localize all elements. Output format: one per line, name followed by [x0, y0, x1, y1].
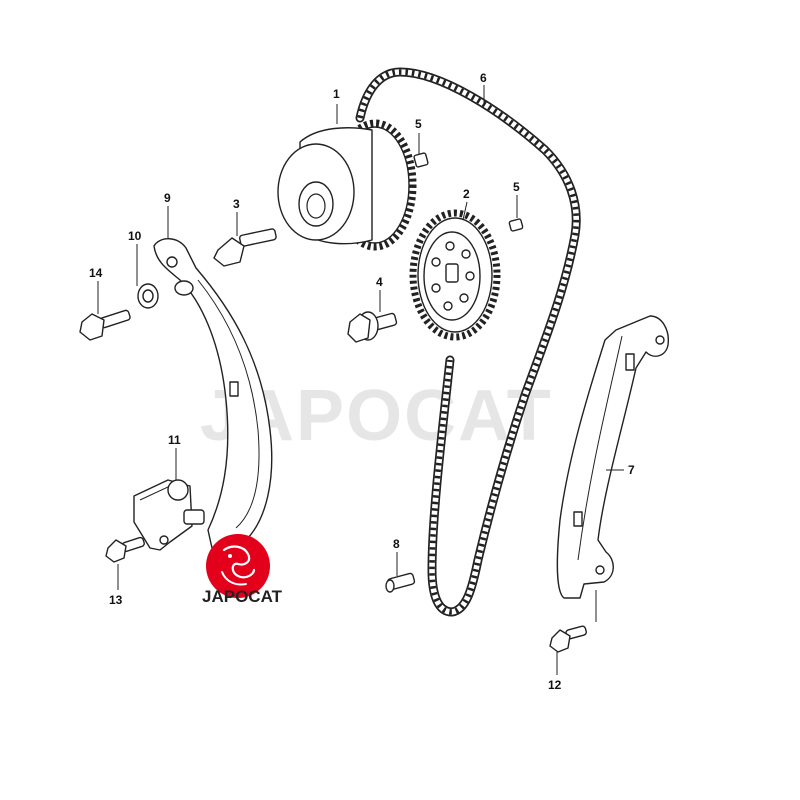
washer	[137, 283, 159, 309]
chain-guide	[556, 315, 669, 599]
callout-2: 2	[463, 187, 470, 201]
leader-lines	[97, 85, 624, 675]
chain-tensioner	[133, 479, 205, 551]
callout-9: 9	[164, 191, 171, 205]
dowel-pin-b	[508, 218, 524, 232]
bolt-part-12	[549, 625, 587, 653]
bolt-part-13	[105, 536, 145, 563]
callout-5b: 5	[513, 180, 520, 194]
callout-5a: 5	[415, 117, 422, 131]
bolt-part-4	[347, 311, 398, 343]
callout-3: 3	[233, 197, 240, 211]
callout-8: 8	[393, 537, 400, 551]
bolt-part-14	[79, 309, 131, 341]
callout-12: 12	[548, 678, 562, 692]
callout-7: 7	[628, 463, 635, 477]
callout-14: 14	[89, 266, 103, 280]
callout-13: 13	[109, 593, 123, 607]
cam-phaser	[277, 119, 417, 251]
pin-part-8	[385, 572, 416, 593]
japocat-logo: JAPOCAT	[202, 534, 283, 606]
callout-6: 6	[480, 71, 487, 85]
logo-text: JAPOCAT	[202, 587, 283, 606]
timing-chain	[355, 67, 581, 617]
callout-10: 10	[128, 229, 142, 243]
callout-1: 1	[333, 87, 340, 101]
callout-11: 11	[168, 433, 181, 447]
bolt-part-3	[213, 228, 277, 267]
camshaft-sprocket	[409, 209, 501, 341]
dowel-pin-a	[413, 152, 429, 168]
callout-4: 4	[376, 275, 383, 289]
